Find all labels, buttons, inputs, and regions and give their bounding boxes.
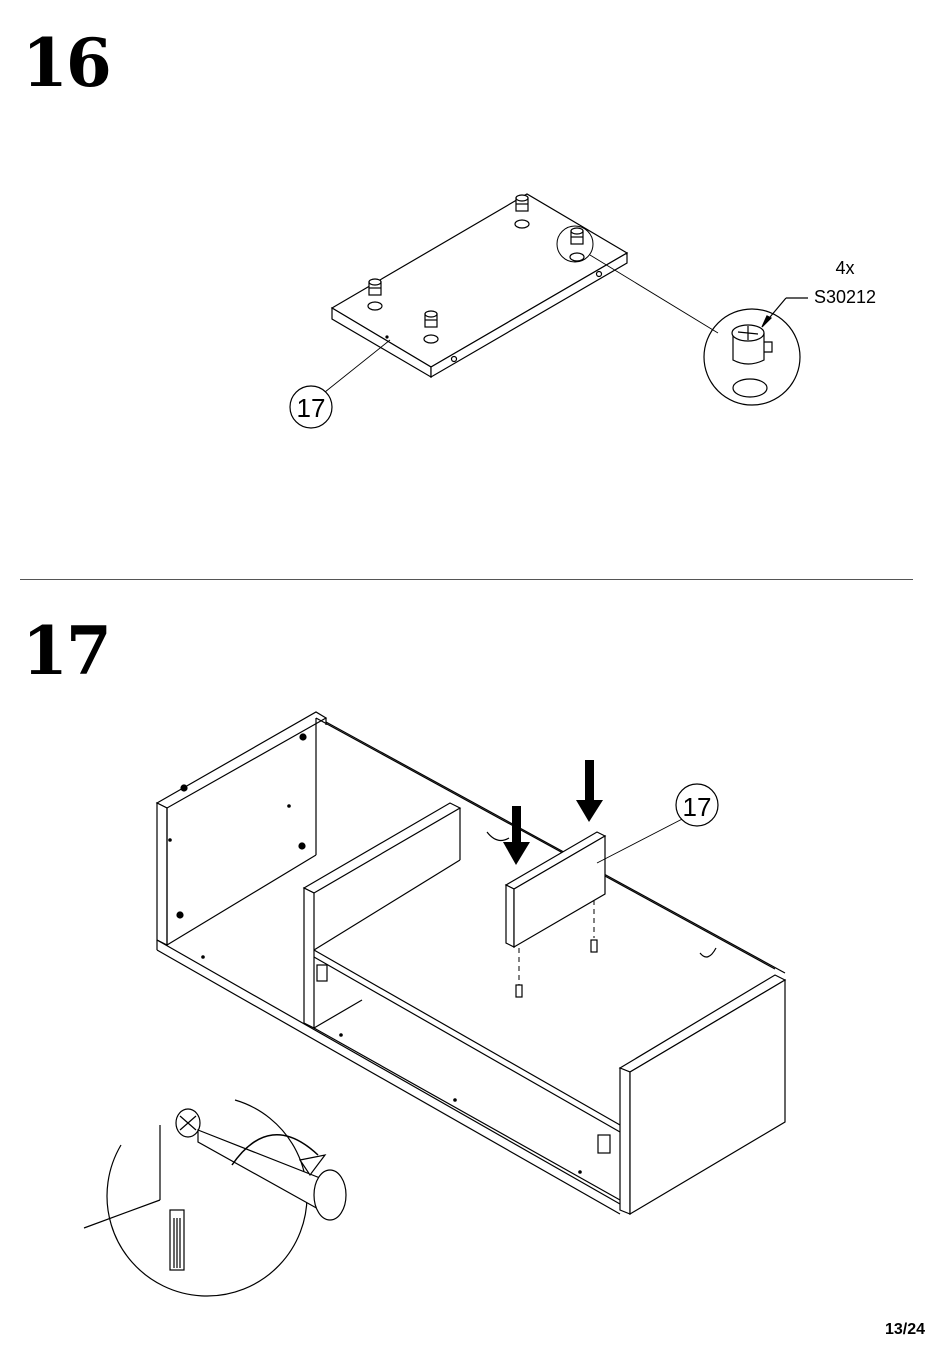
part-17-callout-label: 17 bbox=[297, 393, 326, 423]
down-arrow-icon bbox=[503, 806, 530, 865]
part-17-step17-callout-label: 17 bbox=[683, 792, 712, 822]
step-17-diagram bbox=[84, 712, 785, 1296]
hardware-quantity: 4x bbox=[835, 258, 854, 278]
hardware-code: S30212 bbox=[814, 287, 876, 307]
cam-lock-detail-callout bbox=[704, 298, 808, 405]
dowel-icon bbox=[516, 985, 522, 997]
screwdriver-detail-callout bbox=[84, 1100, 346, 1296]
dowel-icon bbox=[591, 940, 597, 952]
down-arrow-icon bbox=[576, 760, 603, 822]
step-16-diagram bbox=[290, 194, 808, 428]
panel-17-insert bbox=[506, 815, 690, 947]
